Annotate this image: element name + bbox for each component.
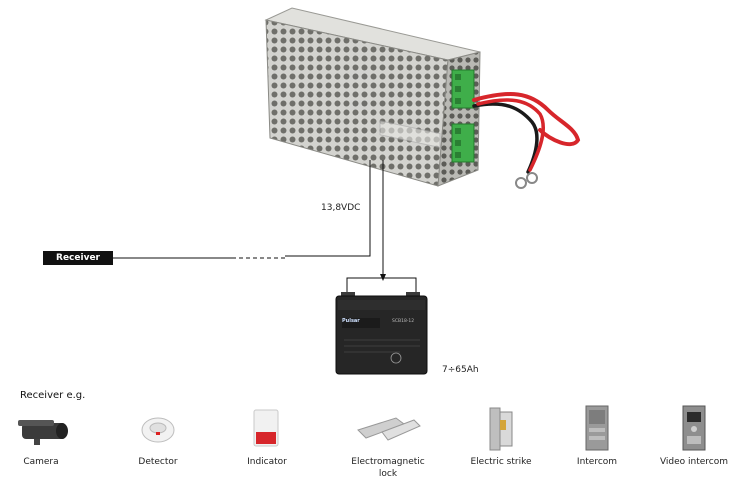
video-intercom-icon [682,405,706,451]
siren-icon [253,409,279,447]
device-label: Indicator [247,457,287,467]
detector-icon [141,417,175,443]
device-label: Detector [138,457,178,467]
battery-leads [472,92,581,189]
device-label: Camera [23,457,59,467]
battery [335,292,428,375]
device-label: Electric strike [470,457,532,467]
terminal-block [451,69,475,163]
electromagnetic-lock-icon [357,417,421,441]
output-wiring [113,160,417,300]
device-label: Intercom [576,457,618,467]
arrow-head [380,274,386,281]
power-supply-unit [264,7,581,189]
examples-title: Receiver e.g. [20,390,86,401]
intercom-icon [585,405,609,451]
camera-icon [18,420,68,445]
receiver-tag: Receiver [43,251,113,265]
battery-capacity: 7÷65Ah [442,365,479,375]
battery-model: SCB18-12 [392,319,415,324]
battery-brand: Pulsar [342,318,360,324]
device-label: Video intercom [659,457,729,467]
electric-strike-icon [489,407,513,451]
voltage-label: 13,8VDC [321,203,361,213]
device-label: Electromagnetic lock [351,457,425,479]
